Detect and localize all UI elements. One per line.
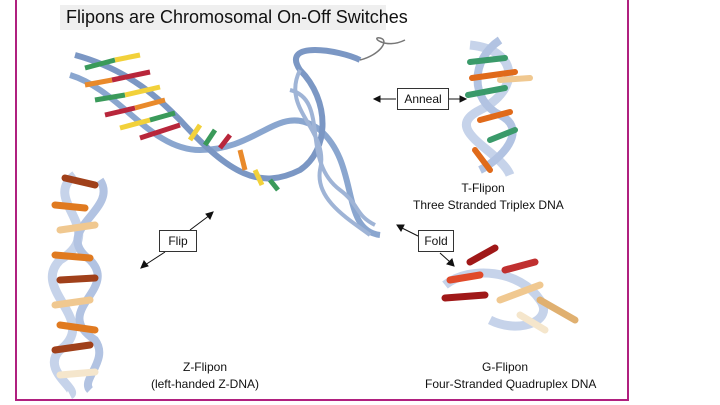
t-flipon-caption: T-Flipon Three Stranded Triplex DNA xyxy=(413,180,564,214)
z-flipon-desc: (left-handed Z-DNA) xyxy=(150,377,260,391)
z-flipon-caption: Z-Flipon (left-handed Z-DNA) xyxy=(140,359,270,393)
z-flipon-name: Z-Flipon xyxy=(182,360,227,374)
z-flipon-structure xyxy=(47,171,108,400)
b-dna-double-helix xyxy=(69,37,406,238)
t-flipon-name: T-Flipon xyxy=(461,181,505,195)
g-flipon-structure xyxy=(441,244,579,334)
slide-title: Flipons are Chromosomal On-Off Switches xyxy=(60,5,408,30)
g-flipon-desc: Four-Stranded Quadruplex DNA xyxy=(425,377,597,391)
arrows xyxy=(140,95,468,269)
t-flipon-structure xyxy=(462,36,533,178)
slide-border xyxy=(15,0,629,401)
t-flipon-desc: Three Stranded Triplex DNA xyxy=(413,198,564,212)
flip-label: Flip xyxy=(159,230,197,252)
g-flipon-name: G-Flipon xyxy=(481,360,528,374)
anneal-label: Anneal xyxy=(397,88,449,110)
g-flipon-caption: G-Flipon Four-Stranded Quadruplex DNA xyxy=(425,359,597,393)
fold-label: Fold xyxy=(418,230,454,252)
